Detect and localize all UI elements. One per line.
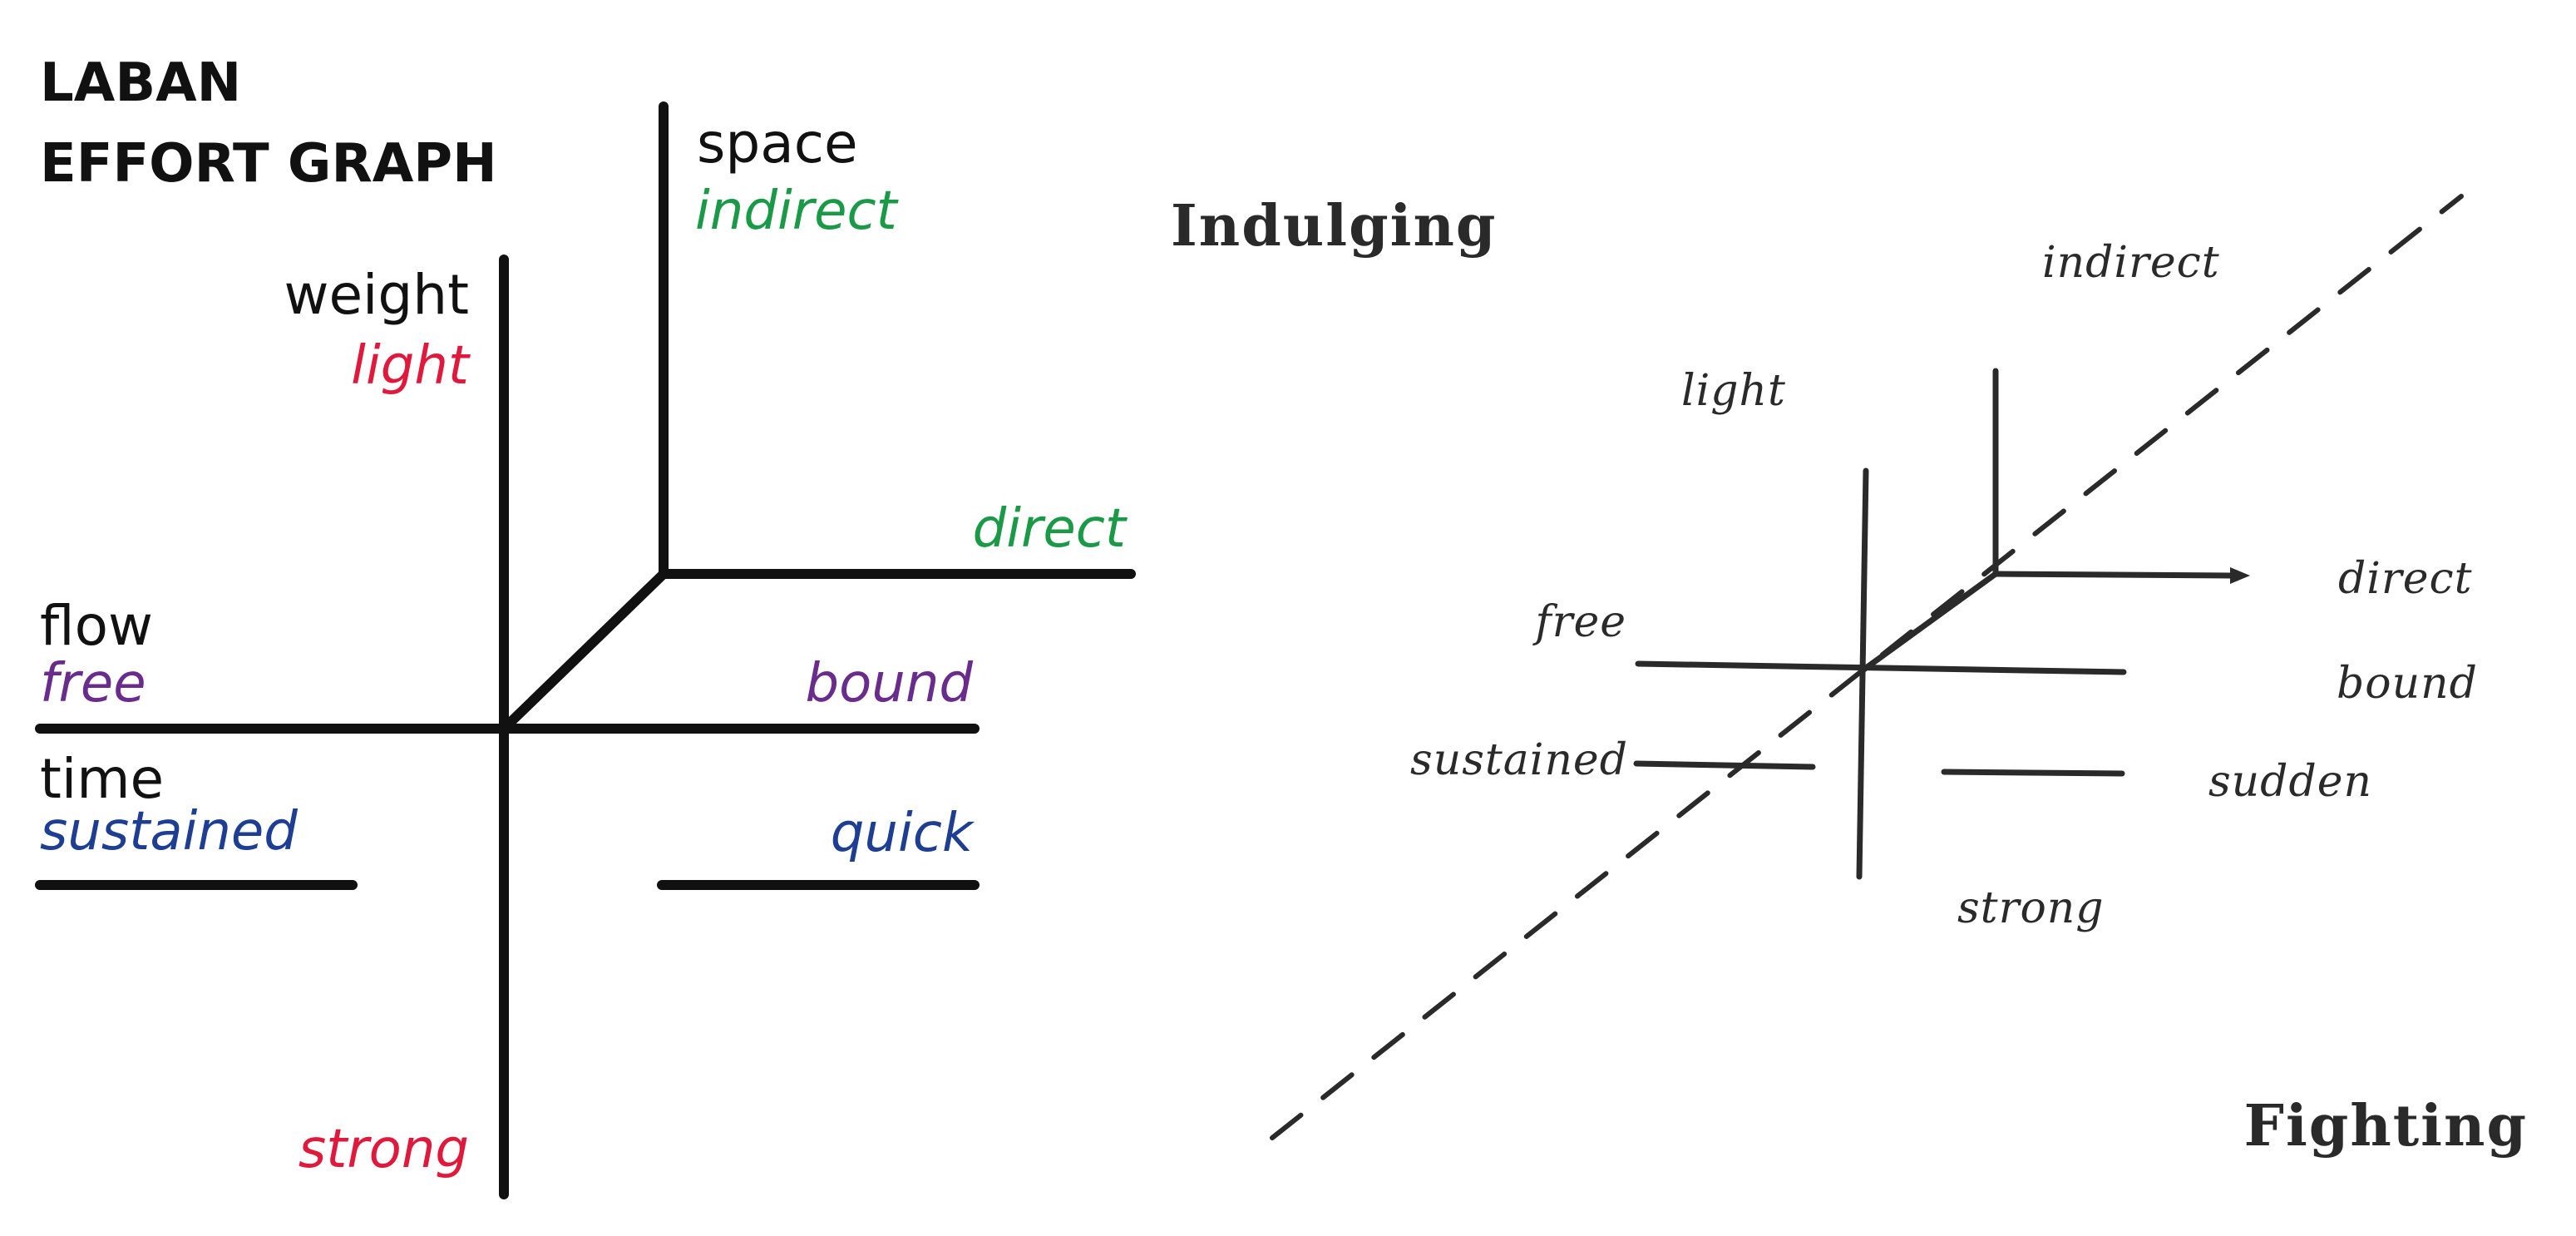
laban-effort-graph: LABAN EFFORT GRAPH space indirect direct… <box>0 0 1164 1236</box>
indulging-fighting-dashed-diagonal <box>1270 194 2464 1140</box>
weight-light-label: light <box>351 335 469 397</box>
bound-quality-label: bound <box>2337 659 2478 709</box>
sudden-quality-label: sudden <box>2208 757 2373 807</box>
diagram-title-line1: LABAN <box>40 52 242 114</box>
diagonal-connector-sketch-line <box>1859 571 1999 674</box>
indulging-fighting-diagram: Indulging Fighting indirect light direct… <box>1164 0 2576 1236</box>
time-sustained-label: sustained <box>40 801 298 863</box>
flow-bound-label: bound <box>805 653 973 714</box>
time-sudden-sketch-line <box>1941 769 2125 777</box>
weight-axis-sketch-line <box>1856 467 1869 880</box>
indirect-quality-label: indirect <box>2042 238 2220 288</box>
sustained-quality-label: sustained <box>1410 735 1628 785</box>
indulging-label: Indulging <box>1171 193 1498 260</box>
space-indirect-label: indirect <box>695 180 897 242</box>
space-factor-label: space <box>697 111 858 176</box>
light-quality-label: light <box>1681 366 1786 416</box>
flow-factor-label: flow <box>40 594 153 658</box>
flow-axis-sketch-line <box>1635 660 2127 675</box>
space-direct-label: direct <box>972 498 1126 560</box>
direct-quality-label: direct <box>2338 554 2473 604</box>
direct-arrowhead <box>2230 567 2250 584</box>
diagram-title-line2: EFFORT GRAPH <box>40 133 497 195</box>
fighting-label: Fighting <box>2243 1093 2528 1159</box>
time-factor-label: time <box>40 747 165 811</box>
effort-graph-lines <box>35 101 1136 1199</box>
indulging-fighting-lines <box>1270 194 2464 1140</box>
free-quality-label: free <box>1535 597 1626 647</box>
weight-strong-label: strong <box>298 1119 469 1180</box>
time-quick-label: quick <box>830 803 973 864</box>
strong-quality-label: strong <box>1957 883 2105 933</box>
time-sustained-sketch-line <box>1633 760 1816 770</box>
diagonal-connector-line <box>499 569 669 734</box>
space-direct-sketch-line <box>1992 571 2233 579</box>
weight-factor-label: weight <box>284 263 469 327</box>
flow-free-label: free <box>40 653 146 714</box>
